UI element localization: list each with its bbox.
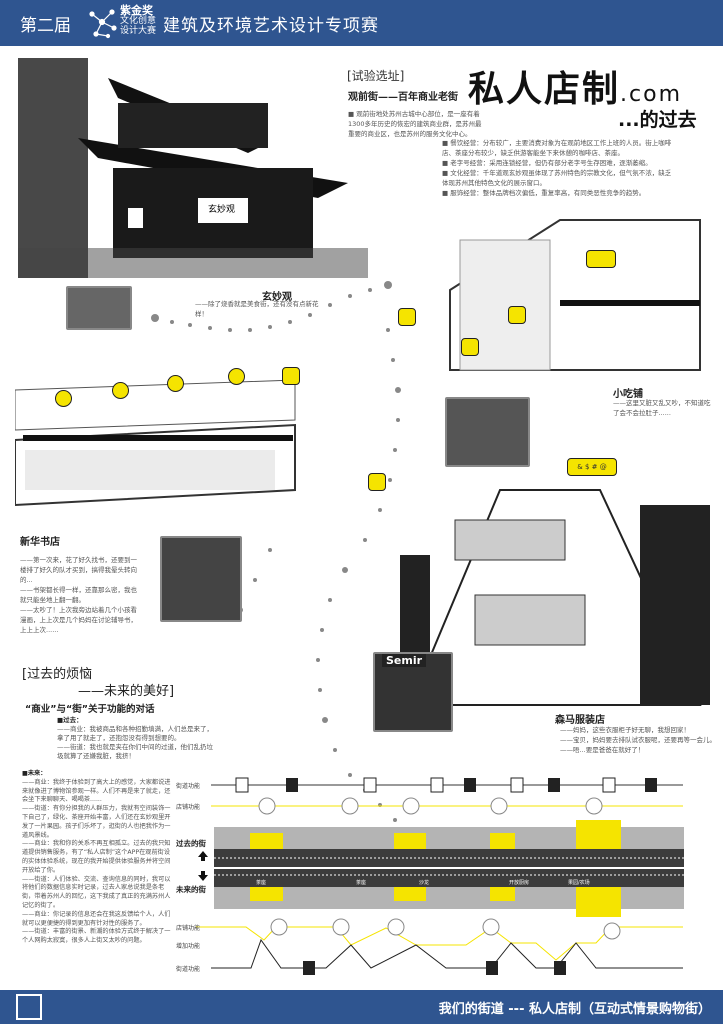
site-bullets: ■ 餐饮经营：分布较广，主要消费对象为在观前地区工作上班的人员。街上咖啡店、茶座… (442, 139, 672, 197)
road-label: 果园/农场 (568, 880, 590, 886)
place-name: 玄妙观 (262, 292, 292, 303)
row-label: 未来的街 (176, 885, 206, 894)
menu-icon (508, 306, 526, 324)
food-icon (398, 308, 416, 326)
footer-logo-icon (16, 994, 42, 1020)
temple-illustration (18, 58, 368, 278)
place-comment: ——第一次来，花了好久找书，还要到一楼排了好久的队才买到，搞得我晕头转向的...… (20, 556, 137, 634)
dialogue-future: ■未来： ——商业：我终于体验到了高大上的感觉，大家都说进来就像进了博物馆参观一… (22, 770, 171, 945)
dialogue-heading-2: ——未来的美好] (78, 684, 175, 699)
title-logo: 私人店制.com (468, 69, 682, 110)
place-comment: ——除了烧香就是美食街，还有没有点新花样！ (195, 300, 319, 318)
temple-photo (66, 286, 132, 330)
street-diagram: 街道功能 店铺功能 过去的街 未来的街 店铺功能 增加功能 街道功能 茶座 茶座… (176, 775, 723, 987)
footer-slogan: 我们的街道 --- 私人店制（互动式情景购物街） (438, 1002, 711, 1017)
row-label: 街道功能 (176, 783, 201, 790)
place-name: 新华书店 (20, 537, 60, 548)
semir-mall-illustration (400, 489, 710, 706)
road-label: 沙龙 (419, 880, 430, 886)
row-label: 增加功能 (176, 943, 201, 950)
shop-icon (368, 473, 386, 491)
gift-icon (461, 338, 479, 356)
dialogue-heading-1: [过去的烦恼 (22, 667, 93, 682)
header-bar: 第二届 紫金奖文化创意设计大赛 建筑及环境艺术设计专项赛 (0, 0, 723, 46)
dialogue-past: ■过去：——商业：我被商品和各种招勤填满，人们总是来了，拿了用了就走了，还抱怨没… (57, 716, 213, 760)
place-name: 森马服装店 (555, 715, 605, 726)
temple-sign: 玄妙观 (208, 205, 236, 215)
site-intro: ■ 观前街地处苏州古城中心部位，是一座有着1300多年历史的恢宏的建筑商业群，是… (348, 110, 482, 138)
clock-icon (228, 368, 245, 385)
place-comment: ——这里又脏又乱又吵，不知道吃了会不会拉肚子...... (613, 399, 711, 417)
chat-icon (586, 250, 616, 268)
site-subheading: 观前街——百年商业老街 (348, 92, 458, 103)
bookstore-photo (160, 536, 242, 622)
edition-label: 第二届 (20, 16, 71, 36)
title-sub: ...的过去 (618, 109, 697, 131)
place-name: 小吃铺 (613, 389, 643, 400)
row-label: 店铺功能 (176, 925, 201, 932)
clock-icon (112, 382, 129, 399)
row-label: 过去的街 (176, 839, 206, 848)
snack-shop-photo (445, 397, 530, 467)
snack-street-illustration (449, 219, 701, 371)
row-label: 街道功能 (176, 966, 201, 973)
award-name: 紫金奖文化创意设计大赛 (120, 4, 157, 36)
semir-sign: Semir (382, 654, 427, 667)
road-label: 茶座 (356, 880, 367, 886)
dialogue-subheading: “商业”与“街”关于功能的对话 (25, 704, 155, 715)
road-label: 茶座 (256, 880, 267, 886)
footer-bar: 我们的街道 --- 私人店制（互动式情景购物街） (0, 990, 723, 1024)
row-label: 店铺功能 (176, 804, 201, 811)
clock-icon (167, 375, 184, 392)
book-icon (282, 367, 300, 385)
road-label: 开放厨房 (509, 880, 530, 886)
clock-icon (55, 390, 72, 407)
chat-bubble: & $ # @ (567, 458, 617, 476)
award-logo-icon (89, 9, 117, 39)
competition-title: 建筑及环境艺术设计专项赛 (163, 16, 379, 36)
bookstore-illustration (15, 380, 296, 507)
place-comment: ——妈妈，这些衣服柜子好无聊，我想回家！ ——宝贝，妈妈要去排队试衣服呢，还要再… (560, 726, 716, 754)
site-heading: [试验选址] (347, 69, 405, 83)
